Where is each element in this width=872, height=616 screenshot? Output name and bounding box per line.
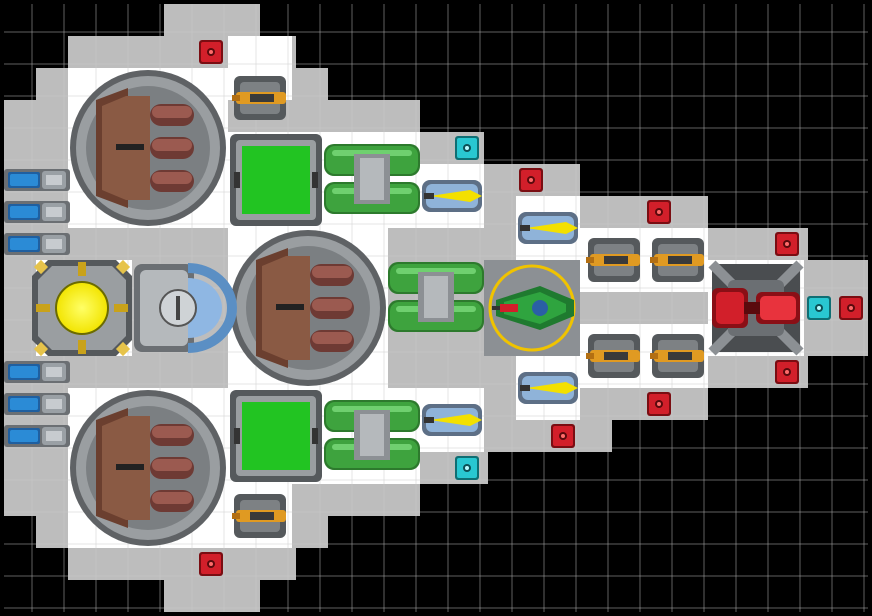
sensor-node-icon[interactable] [775,232,799,256]
thruster-icon[interactable] [4,361,70,383]
auto-cannon-icon[interactable] [586,238,640,282]
sensor-node-icon[interactable] [455,136,479,160]
auto-cannon-icon[interactable] [650,238,704,282]
thruster-icon[interactable] [4,425,70,447]
auto-cannon-icon[interactable] [232,76,286,120]
thruster-icon[interactable] [4,393,70,415]
thruster-icon[interactable] [4,169,70,191]
sensor-node-icon[interactable] [839,296,863,320]
auto-cannon-icon[interactable] [586,334,640,378]
dome-module-icon[interactable] [70,70,226,226]
missile-launcher-icon[interactable] [518,212,578,244]
sensor-node-icon[interactable] [775,360,799,384]
reactor-core-icon[interactable] [32,259,132,357]
sensor-node-icon[interactable] [647,392,671,416]
sensor-node-icon[interactable] [519,168,543,192]
sensor-node-icon[interactable] [455,456,479,480]
sensor-node-icon[interactable] [199,552,223,576]
missile-launcher-icon[interactable] [422,404,482,436]
sensor-node-icon[interactable] [807,296,831,320]
missile-launcher-icon[interactable] [518,372,578,404]
shield-generator-icon[interactable] [134,263,237,353]
auto-cannon-icon[interactable] [650,334,704,378]
storage-crate-icon[interactable] [230,390,322,482]
storage-crate-icon[interactable] [230,134,322,226]
dome-module-icon[interactable] [230,230,386,386]
sensor-node-icon[interactable] [551,424,575,448]
missile-launcher-icon[interactable] [422,180,482,212]
cockpit-icon[interactable] [484,260,580,356]
red-engine-icon[interactable] [712,288,800,328]
sensor-node-icon[interactable] [647,200,671,224]
thruster-icon[interactable] [4,233,70,255]
sensor-node-icon[interactable] [199,40,223,64]
auto-cannon-icon[interactable] [232,494,286,538]
thruster-icon[interactable] [4,201,70,223]
dome-module-icon[interactable] [70,390,226,546]
